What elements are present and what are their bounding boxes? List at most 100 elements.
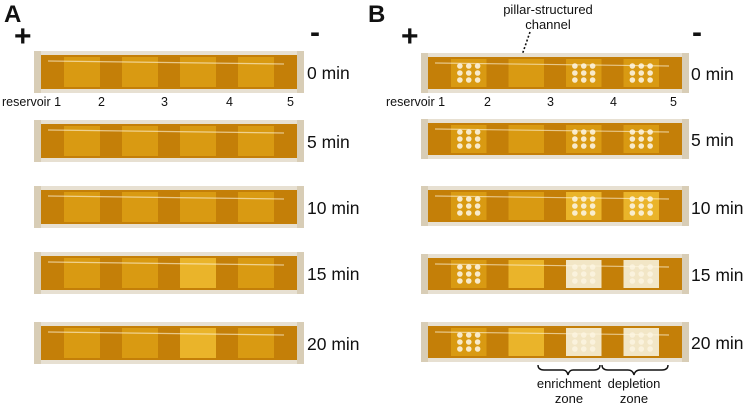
left-end-cap — [421, 322, 428, 362]
panel-b-channel-photo-4 — [421, 322, 689, 362]
channel-segment-2 — [508, 59, 544, 87]
panel-b-minus-sign: - — [692, 16, 702, 49]
pillar — [474, 70, 481, 76]
enrichment-zone-brace — [537, 364, 601, 376]
reservoir-2 — [100, 127, 122, 155]
left-end-cap — [34, 322, 41, 364]
pillar — [638, 339, 645, 345]
reservoir-1 — [429, 193, 451, 219]
pillar — [589, 210, 596, 216]
glass-highlight — [47, 195, 285, 200]
reservoir-2 — [100, 193, 122, 221]
reservoir-2 — [100, 58, 122, 86]
left-end-cap — [34, 252, 41, 294]
reservoir-3 — [158, 127, 180, 155]
pillar — [465, 136, 472, 142]
right-end-cap — [682, 322, 689, 362]
pillar — [457, 203, 463, 209]
pillar — [629, 346, 636, 352]
reservoir-4 — [601, 329, 624, 355]
channel-segment-4 — [238, 258, 274, 288]
pillar — [465, 70, 472, 76]
left-end-cap — [421, 119, 428, 159]
pillar — [572, 339, 578, 345]
pillar — [465, 339, 472, 345]
glass-highlight — [47, 331, 285, 336]
pillar — [580, 346, 587, 352]
pillar — [474, 136, 481, 142]
pillar — [629, 339, 636, 345]
pillar — [589, 278, 596, 284]
pillar — [474, 77, 481, 83]
pillar — [638, 77, 645, 83]
pillar — [474, 203, 481, 209]
pillar — [474, 210, 481, 216]
pillar — [580, 339, 587, 345]
pillar — [589, 271, 596, 277]
reservoir-5 — [659, 60, 681, 86]
reservoir-1 — [429, 126, 451, 152]
pillar — [457, 63, 463, 69]
pillar — [572, 77, 578, 83]
left-end-cap — [34, 120, 41, 162]
pillar — [629, 136, 636, 142]
reservoir-1 — [42, 329, 64, 357]
right-end-cap — [297, 51, 304, 93]
panel-a-time-label-4: 20 min — [307, 334, 360, 354]
pillar-annotation-line-2: channel — [525, 17, 571, 32]
panel-a-letter: A — [4, 1, 22, 28]
glass-highlight — [434, 128, 670, 133]
pillar — [474, 264, 481, 270]
pillar — [638, 210, 645, 216]
reservoir-4 — [216, 58, 238, 86]
right-end-cap — [682, 186, 689, 226]
pillar-structured-annotation: pillar-structured channel — [488, 2, 608, 32]
zone-braces — [537, 364, 669, 376]
panel-a-minus-sign: - — [310, 16, 320, 49]
reservoir-1 — [42, 127, 64, 155]
pillar — [580, 278, 587, 284]
reservoir-5 — [659, 329, 681, 355]
pillar — [629, 271, 636, 277]
panel-a-reservoir-label-2: 2 — [98, 95, 105, 109]
reservoir-1 — [42, 259, 64, 287]
panel-a-reservoir-label-3: 3 — [161, 95, 168, 109]
pillar — [629, 70, 636, 76]
pillar — [457, 339, 463, 345]
depletion-zone-label: depletion zone — [590, 376, 678, 406]
reservoir-1 — [42, 193, 64, 221]
pillar — [638, 203, 645, 209]
panel-b-channel-photo-3 — [421, 254, 689, 294]
pillar — [474, 129, 481, 135]
reservoir-2 — [486, 329, 509, 355]
right-end-cap — [682, 119, 689, 159]
reservoir-1 — [429, 60, 451, 86]
reservoir-5 — [659, 193, 681, 219]
pillar — [629, 143, 636, 149]
pillar — [629, 278, 636, 284]
pillar — [647, 70, 653, 76]
pillar — [647, 203, 653, 209]
pillar — [465, 346, 472, 352]
panel-a-time-label-3: 15 min — [307, 264, 360, 284]
glass-highlight — [434, 62, 670, 67]
pillar — [474, 196, 481, 202]
pillar — [457, 210, 463, 216]
pillar — [457, 278, 463, 284]
reservoir-4 — [601, 60, 624, 86]
right-end-cap — [297, 252, 304, 294]
pillar — [589, 346, 596, 352]
panel-b-time-label-1: 5 min — [691, 130, 734, 150]
pillar — [465, 203, 472, 209]
right-end-cap — [682, 254, 689, 294]
pillar — [474, 339, 481, 345]
pillar — [457, 346, 463, 352]
left-end-cap — [421, 254, 428, 294]
pillar — [572, 196, 578, 202]
pillar — [629, 203, 636, 209]
pillar — [638, 271, 645, 277]
pillar — [572, 203, 578, 209]
panel-b-letter: B — [368, 1, 386, 28]
pillar — [638, 143, 645, 149]
pillar — [647, 346, 653, 352]
